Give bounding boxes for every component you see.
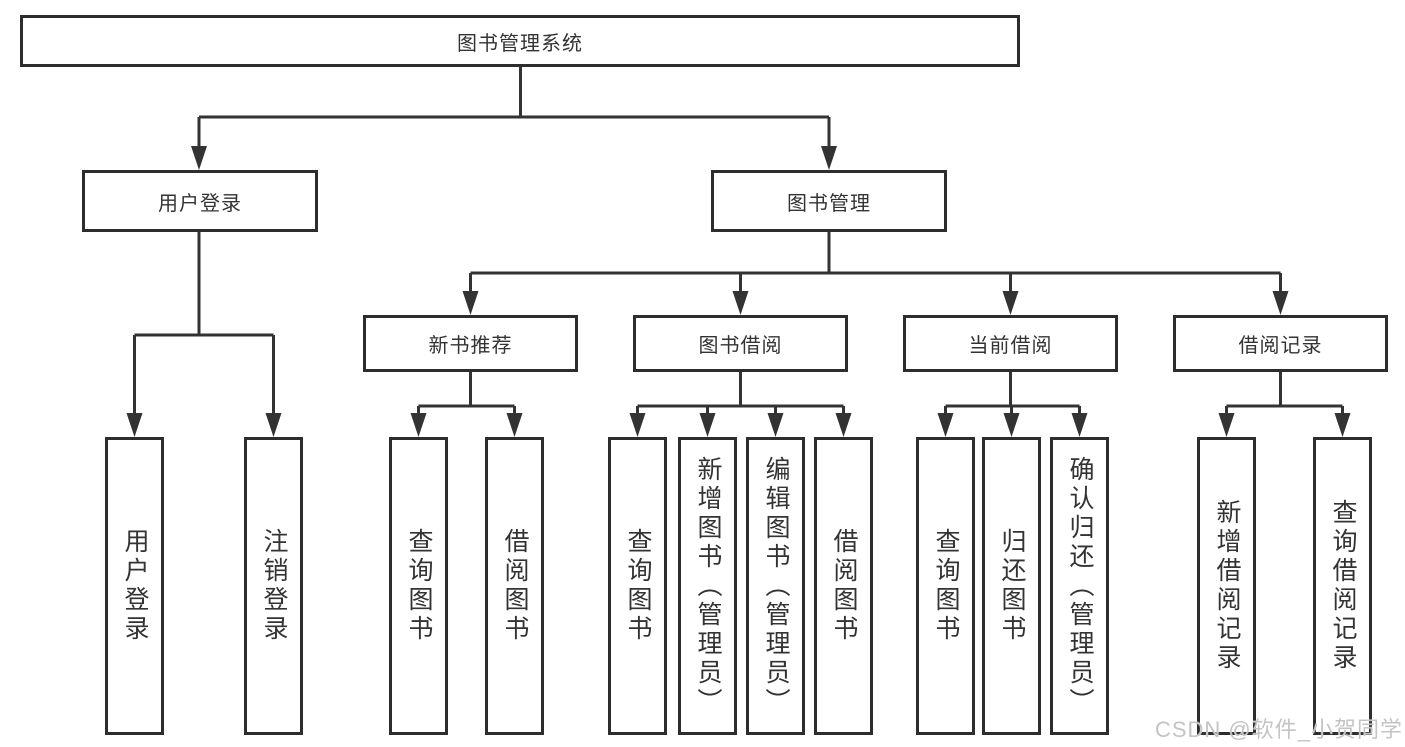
leaf-borrow-query-books: 查询图书 <box>608 437 667 735</box>
node-label: 新书推荐 <box>428 335 513 357</box>
leaf-current-return-books: 归还图书 <box>982 437 1041 735</box>
leaf-label: 查询图书 <box>624 528 652 644</box>
leaf-borrow-add-books-admin: 新增图书（管理员） <box>678 437 737 735</box>
leaf-current-query-books: 查询图书 <box>916 437 975 735</box>
node-new-book-recommend: 新书推荐 <box>363 315 578 372</box>
node-label: 用户登录 <box>158 192 242 215</box>
leaf-logout: 注销登录 <box>244 437 303 735</box>
node-label: 图书管理系统 <box>457 32 583 55</box>
leaf-user-login: 用户登录 <box>105 437 164 735</box>
node-label: 借阅记录 <box>1238 335 1323 357</box>
node-book-management-branch: 图书管理 <box>711 170 947 232</box>
node-borrow-records: 借阅记录 <box>1173 315 1388 372</box>
leaf-label: 查询借阅记录 <box>1329 499 1357 673</box>
leaf-borrow-borrow-books: 借阅图书 <box>814 437 873 735</box>
leaf-label: 用户登录 <box>121 528 149 644</box>
leaf-label: 新增图书（管理员） <box>694 455 722 717</box>
node-current-borrow: 当前借阅 <box>903 315 1118 372</box>
csdn-watermark: CSDN @软件_小贺同学 <box>1154 717 1403 742</box>
leaf-label: 查询图书 <box>405 528 433 644</box>
leaf-borrow-edit-books-admin: 编辑图书（管理员） <box>746 437 805 735</box>
leaf-records-query-record: 查询借阅记录 <box>1313 437 1372 735</box>
node-system-root: 图书管理系统 <box>20 15 1020 67</box>
node-label: 图书管理 <box>787 192 871 215</box>
leaf-label: 借阅图书 <box>501 528 529 644</box>
leaf-label: 注销登录 <box>260 528 288 644</box>
node-book-borrow: 图书借阅 <box>633 315 848 372</box>
arrowhead-icons <box>126 146 1351 437</box>
leaf-current-confirm-return-admin: 确认归还（管理员） <box>1050 437 1109 735</box>
node-label: 当前借阅 <box>968 335 1053 357</box>
leaf-label: 查询图书 <box>932 528 960 644</box>
leaf-recommend-query-books: 查询图书 <box>389 437 448 735</box>
node-label: 图书借阅 <box>698 335 783 357</box>
leaf-label: 归还图书 <box>998 528 1026 644</box>
leaf-label: 借阅图书 <box>830 528 858 644</box>
leaf-recommend-borrow-books: 借阅图书 <box>485 437 544 735</box>
node-user-login-branch: 用户登录 <box>82 170 318 232</box>
leaf-records-add-record: 新增借阅记录 <box>1197 437 1256 735</box>
leaf-label: 新增借阅记录 <box>1213 499 1241 673</box>
leaf-label: 编辑图书（管理员） <box>762 455 790 717</box>
leaf-label: 确认归还（管理员） <box>1066 455 1094 717</box>
